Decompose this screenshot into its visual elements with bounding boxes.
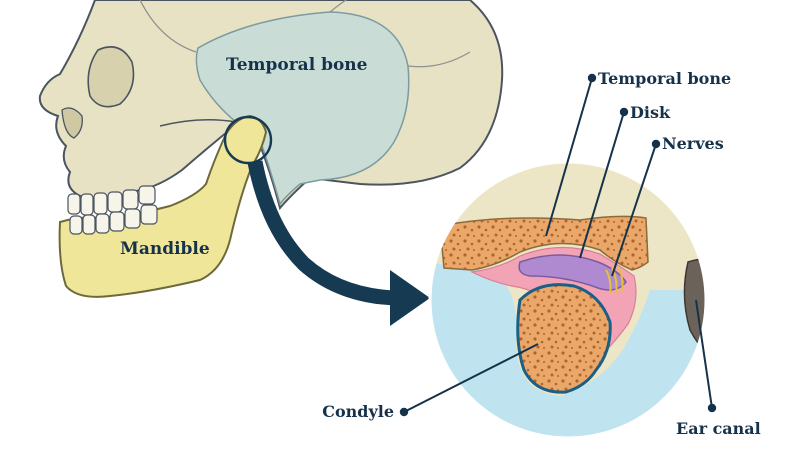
tooth xyxy=(80,193,94,216)
label-inset-temporal-bone: Temporal bone xyxy=(598,69,731,88)
leader-dot xyxy=(651,139,661,149)
nasal-cavity xyxy=(61,107,83,139)
nerve-strand xyxy=(611,267,618,295)
eye-socket xyxy=(87,46,135,108)
tooth xyxy=(107,191,123,213)
nerve-strand xyxy=(605,269,612,295)
leader-dot xyxy=(707,403,717,413)
soft-tissue xyxy=(430,262,706,438)
temporal-region xyxy=(195,11,410,206)
label-ear-canal: Ear canal xyxy=(676,419,761,438)
leader-dot xyxy=(619,107,629,117)
tooth xyxy=(93,192,108,215)
suture-line xyxy=(329,0,347,13)
upper-teeth xyxy=(67,185,156,216)
leader-temporal-bone xyxy=(545,77,593,237)
arrow-head xyxy=(390,270,430,326)
label-disk: Disk xyxy=(630,103,671,122)
suture-line xyxy=(139,0,197,53)
tooth xyxy=(140,204,158,225)
arrow-shaft xyxy=(247,160,397,306)
tooth xyxy=(109,211,125,232)
leader-ear-canal xyxy=(695,299,713,409)
skull-illustration xyxy=(38,0,504,298)
tooth xyxy=(124,208,141,229)
temporal-bone-inset xyxy=(439,215,649,271)
joint-highlight-circle xyxy=(223,115,273,165)
leader-dot xyxy=(587,73,597,83)
condyle-bone xyxy=(516,283,612,394)
leader-disk xyxy=(579,111,625,259)
label-skull-temporal-bone: Temporal bone xyxy=(226,55,368,75)
label-condyle: Condyle xyxy=(322,402,394,421)
zygomatic-arch xyxy=(159,118,237,127)
tooth xyxy=(122,189,139,210)
nerve-strand xyxy=(617,265,624,293)
joint-inset xyxy=(428,160,708,440)
tooth xyxy=(95,213,110,234)
tooth xyxy=(67,193,81,215)
label-mandible: Mandible xyxy=(120,239,210,259)
leader-lines xyxy=(399,73,717,417)
leader-nerves xyxy=(611,143,657,277)
mandible-bone xyxy=(58,114,268,298)
tooth xyxy=(138,185,156,205)
tooth xyxy=(82,214,96,235)
tooth xyxy=(69,215,83,235)
lower-teeth xyxy=(69,204,158,235)
suture-line xyxy=(407,51,471,68)
leader-dot xyxy=(399,407,409,417)
zoom-arrow xyxy=(247,160,430,326)
label-nerves: Nerves xyxy=(662,134,724,153)
leader-condyle xyxy=(403,343,539,413)
